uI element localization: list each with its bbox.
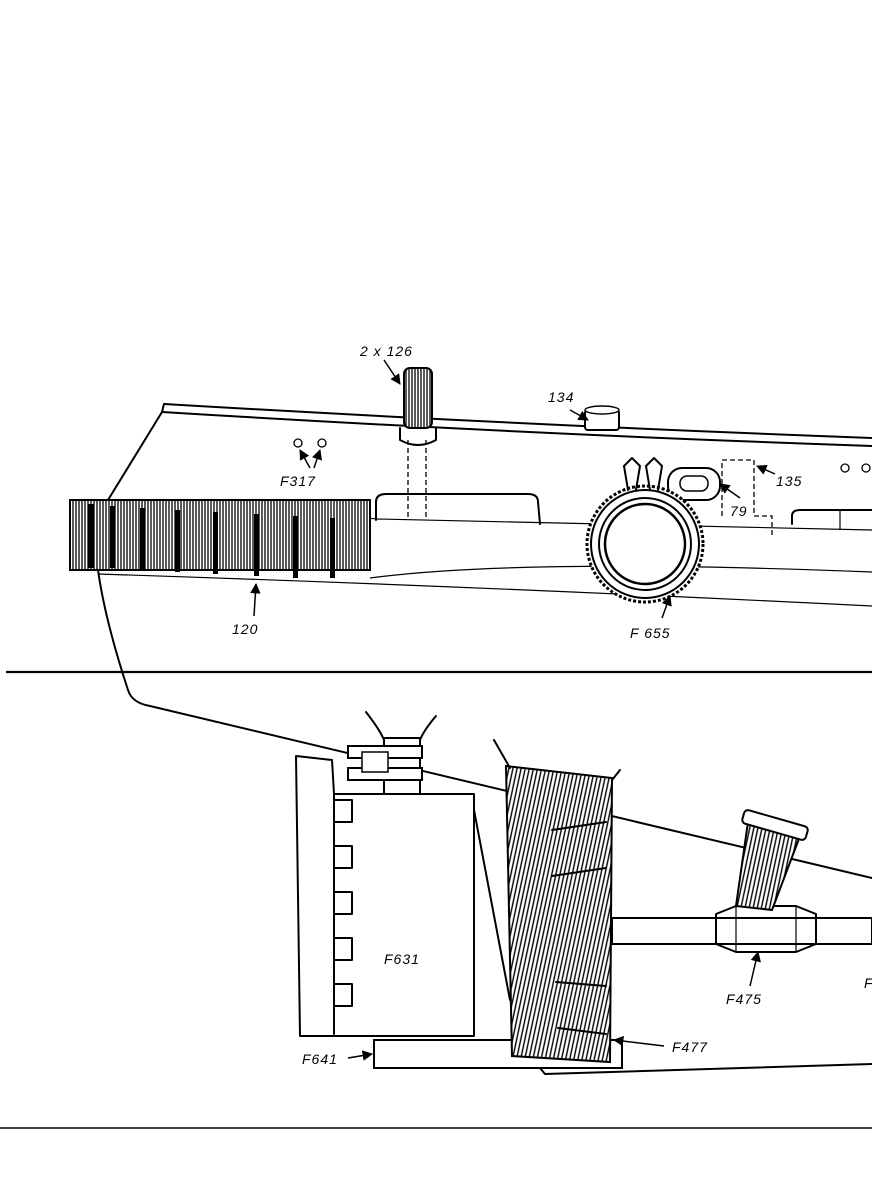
label-F475: F475 <box>726 991 762 1007</box>
label-F631: F631 <box>384 951 420 967</box>
fender-array <box>69 499 371 578</box>
leader-arrows <box>250 359 776 1061</box>
label-2x126: 2 x 126 <box>359 343 413 359</box>
label-134: 134 <box>548 389 574 405</box>
label-F477: F477 <box>672 1039 708 1055</box>
hull <box>97 403 872 879</box>
life-ring <box>585 457 705 604</box>
label-135: 135 <box>776 473 802 489</box>
label-F317: F317 <box>280 473 316 489</box>
rudder-assembly <box>295 711 872 1075</box>
deck-vent <box>584 405 620 431</box>
bollard-pair <box>399 367 437 518</box>
hatch-hidden <box>627 459 773 536</box>
label-F655: F 655 <box>630 625 671 641</box>
portholes <box>293 438 871 473</box>
label-F641: F641 <box>302 1051 338 1067</box>
label-F-cut: F <box>864 975 872 991</box>
label-79: 79 <box>730 503 748 519</box>
label-120: 120 <box>232 621 258 637</box>
